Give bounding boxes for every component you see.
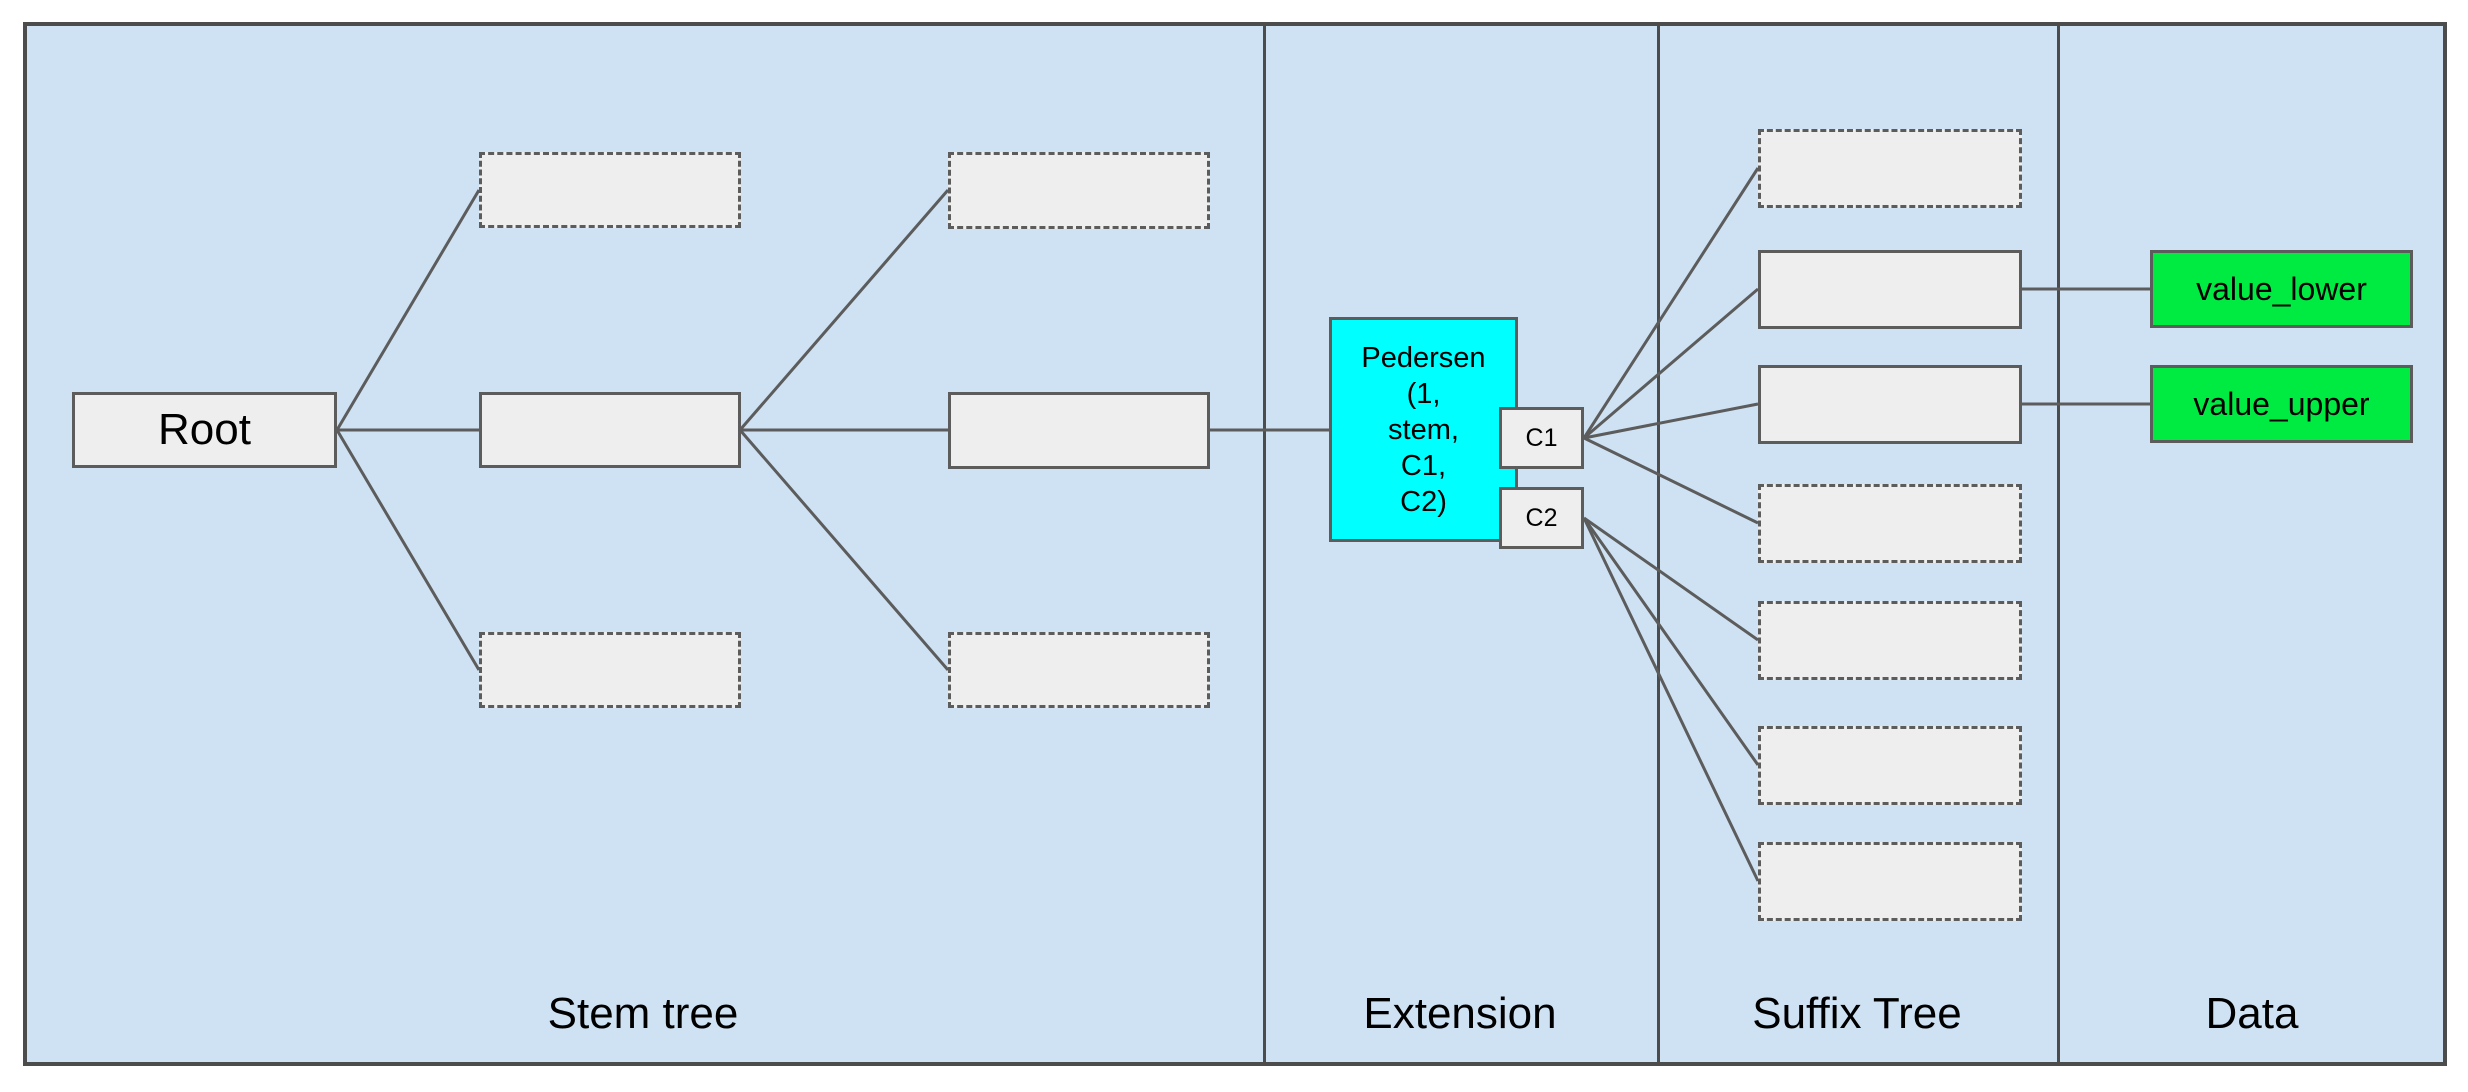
stem-b-top-node-empty — [948, 152, 1210, 229]
diagram-panel — [23, 22, 2447, 1066]
pedersen-commitment-node: Pedersen (1, stem, C1, C2) — [1329, 317, 1518, 542]
section-label-stem-tree: Stem tree — [547, 989, 739, 1038]
stem-a-mid-node-empty — [479, 392, 741, 468]
edge-c1-suffix-1 — [1582, 167, 1760, 439]
stem-b-mid-node-empty — [948, 392, 1210, 469]
suffix-node-2-empty — [1758, 250, 2022, 329]
value-lower-node: value_lower — [2150, 250, 2413, 328]
suffix-node-5-empty — [1758, 601, 2022, 680]
section-label-data: Data — [2205, 989, 2299, 1038]
stem-a-top-node-empty — [479, 152, 741, 228]
suffix-node-7-empty — [1758, 842, 2022, 921]
section-label-extension: Extension — [1363, 989, 1557, 1038]
edge-c1-suffix-3 — [1583, 402, 1759, 440]
c2-commitment-node: C2 — [1499, 487, 1584, 549]
edge-root-stem-a-top — [335, 189, 481, 431]
edge-stem-a-b-top — [738, 189, 950, 431]
edge-c2-suffix-5 — [1583, 516, 1759, 642]
edge-c1-suffix-4 — [1583, 436, 1759, 525]
suffix-node-4-empty — [1758, 484, 2022, 563]
value-upper-node: value_upper — [2150, 365, 2413, 443]
root-node: Root — [72, 392, 337, 468]
c1-commitment-node: C1 — [1499, 407, 1584, 469]
suffix-node-6-empty — [1758, 726, 2022, 805]
divider-stem-extension — [1263, 22, 1266, 1066]
edge-c2-suffix-7 — [1582, 517, 1760, 882]
stem-b-bottom-node-empty — [948, 632, 1210, 708]
edge-root-stem-a-bottom — [335, 429, 481, 671]
suffix-node-1-empty — [1758, 129, 2022, 208]
stem-a-bottom-node-empty — [479, 632, 741, 708]
divider-suffix-data — [2057, 22, 2060, 1066]
section-label-suffix-tree: Suffix Tree — [1752, 989, 1962, 1038]
edge-c2-suffix-6 — [1582, 517, 1760, 766]
edge-stem-a-b-bottom — [738, 429, 950, 671]
edge-c1-suffix-2 — [1583, 287, 1759, 440]
suffix-node-3-empty — [1758, 365, 2022, 444]
divider-extension-suffix — [1657, 22, 1660, 1066]
